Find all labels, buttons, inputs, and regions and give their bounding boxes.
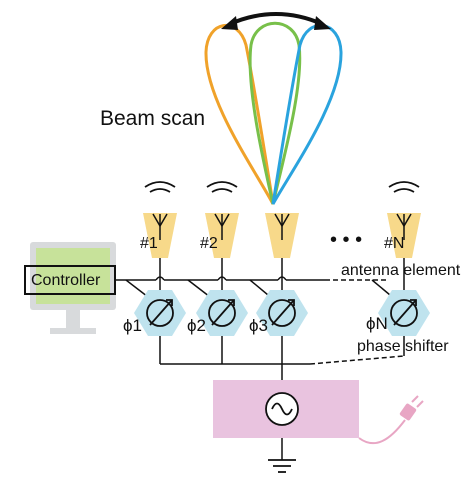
radiation-pattern — [204, 21, 343, 205]
antenna-id-1: #1 — [140, 235, 158, 252]
beam-lobe-center — [248, 21, 302, 205]
phase-shifter-3: ϕ3 — [249, 290, 308, 336]
antenna-1: #1 — [140, 181, 177, 258]
phase-shifter-n: ϕN — [366, 290, 430, 336]
phase-shifter-2: ϕ2 — [187, 290, 248, 336]
beam-lobe-right — [271, 24, 343, 205]
dipole-antenna-icon — [214, 213, 230, 240]
dipole-antenna-icon — [152, 213, 168, 240]
beam-lobe-left — [204, 24, 275, 205]
controller-label: Controller — [31, 272, 101, 289]
phase-shifter-icon — [146, 299, 174, 327]
antenna-element-label: antenna element — [341, 262, 461, 279]
antenna-3 — [265, 213, 299, 258]
dipole-antenna-icon — [274, 213, 290, 240]
phase-shifter-1: ϕ1 — [123, 290, 186, 336]
power-plug-icon — [358, 395, 424, 445]
antenna-id-n: #N — [384, 235, 404, 252]
ellipsis-more-antennas: • • • — [330, 229, 362, 251]
phase-shifter-icon — [208, 299, 236, 327]
dipole-antenna-icon — [396, 213, 412, 240]
radio-wave-icon — [144, 181, 176, 193]
beam-scan-arrow-icon — [221, 12, 331, 30]
phase-shifter-label: phase shifter — [357, 338, 449, 355]
phase-label-n: ϕN — [366, 314, 388, 333]
antenna-2: #2 — [200, 181, 239, 258]
phase-label-1: ϕ1 — [123, 316, 142, 335]
antenna-id-2: #2 — [200, 235, 218, 252]
ground-icon — [268, 459, 296, 473]
beam-scan-label: Beam scan — [100, 107, 205, 130]
radio-wave-icon — [388, 181, 420, 193]
phase-shifter-icon — [268, 299, 296, 327]
antenna-n: #N — [384, 181, 421, 258]
phase-label-3: ϕ3 — [249, 316, 268, 335]
phase-shifter-icon — [390, 299, 418, 327]
phase-label-2: ϕ2 — [187, 316, 206, 335]
ac-source-icon — [265, 392, 299, 426]
radio-wave-icon — [206, 181, 238, 193]
